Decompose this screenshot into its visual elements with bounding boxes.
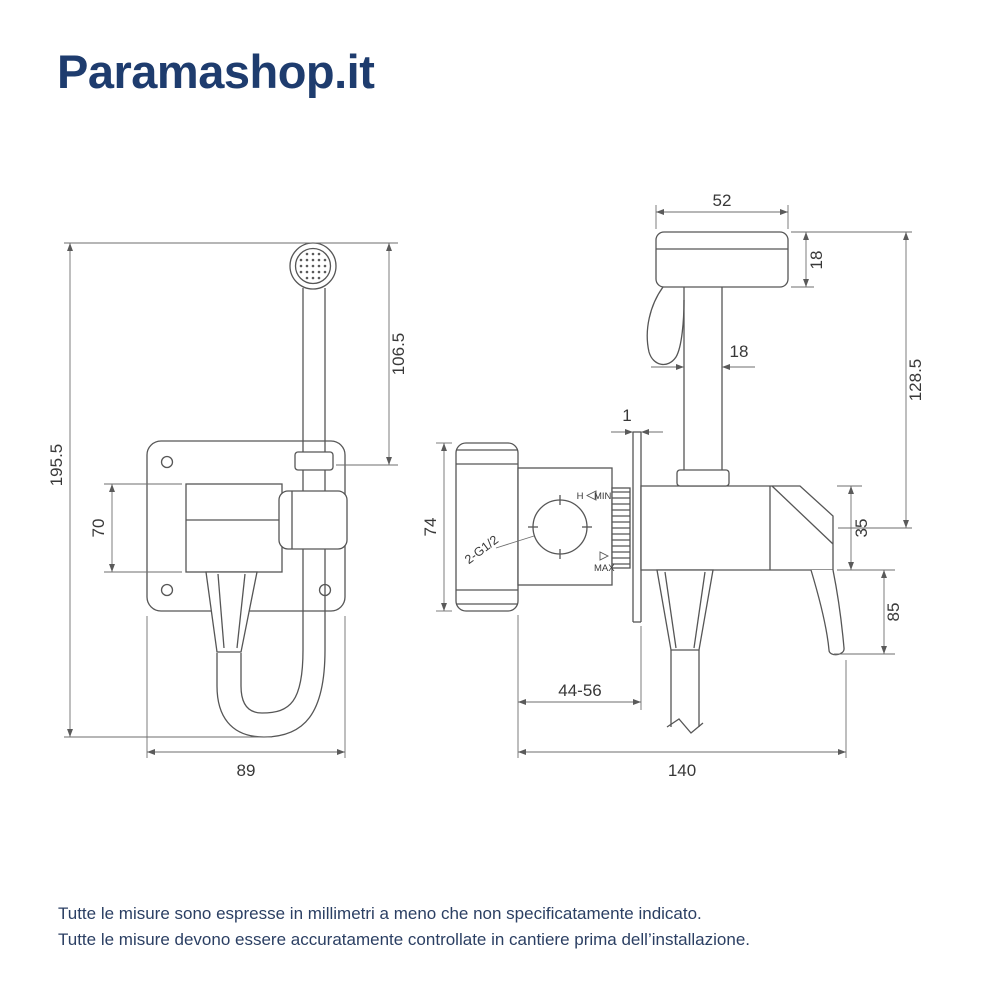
side-wall-plate	[455, 442, 519, 612]
min-arrow-icon	[585, 490, 597, 501]
screw-hole	[160, 455, 174, 469]
footer-line2: Tutte le misure devono essere accuratame…	[58, 930, 751, 949]
dim-side-total-height: 128.5	[906, 359, 925, 402]
dim-side-wand-diameter: 18	[730, 342, 749, 361]
footer-note: Tutte le misure sono espresse in millime…	[58, 901, 750, 953]
front-handle	[278, 490, 348, 550]
dim-side-head-width: 52	[713, 191, 732, 210]
side-lever	[810, 569, 845, 656]
dim-wall-depth-range: 44-56	[558, 681, 601, 700]
front-dimensions	[64, 242, 398, 758]
dim-body-depth: 35	[852, 519, 871, 538]
screw-hole	[160, 583, 174, 597]
label-h: H	[577, 491, 584, 502]
side-dimensions	[436, 205, 912, 758]
side-view	[455, 231, 845, 734]
hose-break	[666, 718, 704, 734]
max-arrow-icon	[599, 551, 610, 561]
dim-spout-drop: 85	[884, 603, 903, 622]
label-min: MIN	[594, 491, 612, 502]
dim-plate-height: 74	[421, 518, 440, 537]
dim-total-depth: 140	[668, 761, 696, 780]
dim-front-sprayer-height: 106.5	[389, 333, 408, 376]
logo: Paramashop.it	[57, 45, 375, 98]
wand-collar	[294, 451, 334, 471]
side-spout-cone	[656, 569, 714, 651]
adjustment-range-hatch	[611, 487, 631, 569]
side-mixer-body	[640, 485, 834, 571]
dim-flange-thickness: 1	[622, 406, 631, 425]
dim-front-width: 89	[237, 761, 256, 780]
dim-front-body-height: 70	[89, 519, 108, 538]
front-mixer-body	[185, 483, 283, 573]
footer-line1: Tutte le misure sono espresse in millime…	[58, 904, 702, 923]
dim-side-head-thickness: 18	[807, 251, 826, 270]
dim-front-total-height: 195.5	[47, 444, 66, 487]
side-spray-head	[655, 231, 789, 288]
head-grip	[646, 286, 685, 366]
front-view	[146, 242, 348, 738]
front-spout-cone	[205, 571, 258, 653]
spray-nozzle-dots	[299, 252, 327, 280]
label-max: MAX	[594, 563, 615, 574]
wand-collar	[676, 469, 730, 487]
hose	[240, 649, 304, 714]
hose	[216, 649, 326, 738]
